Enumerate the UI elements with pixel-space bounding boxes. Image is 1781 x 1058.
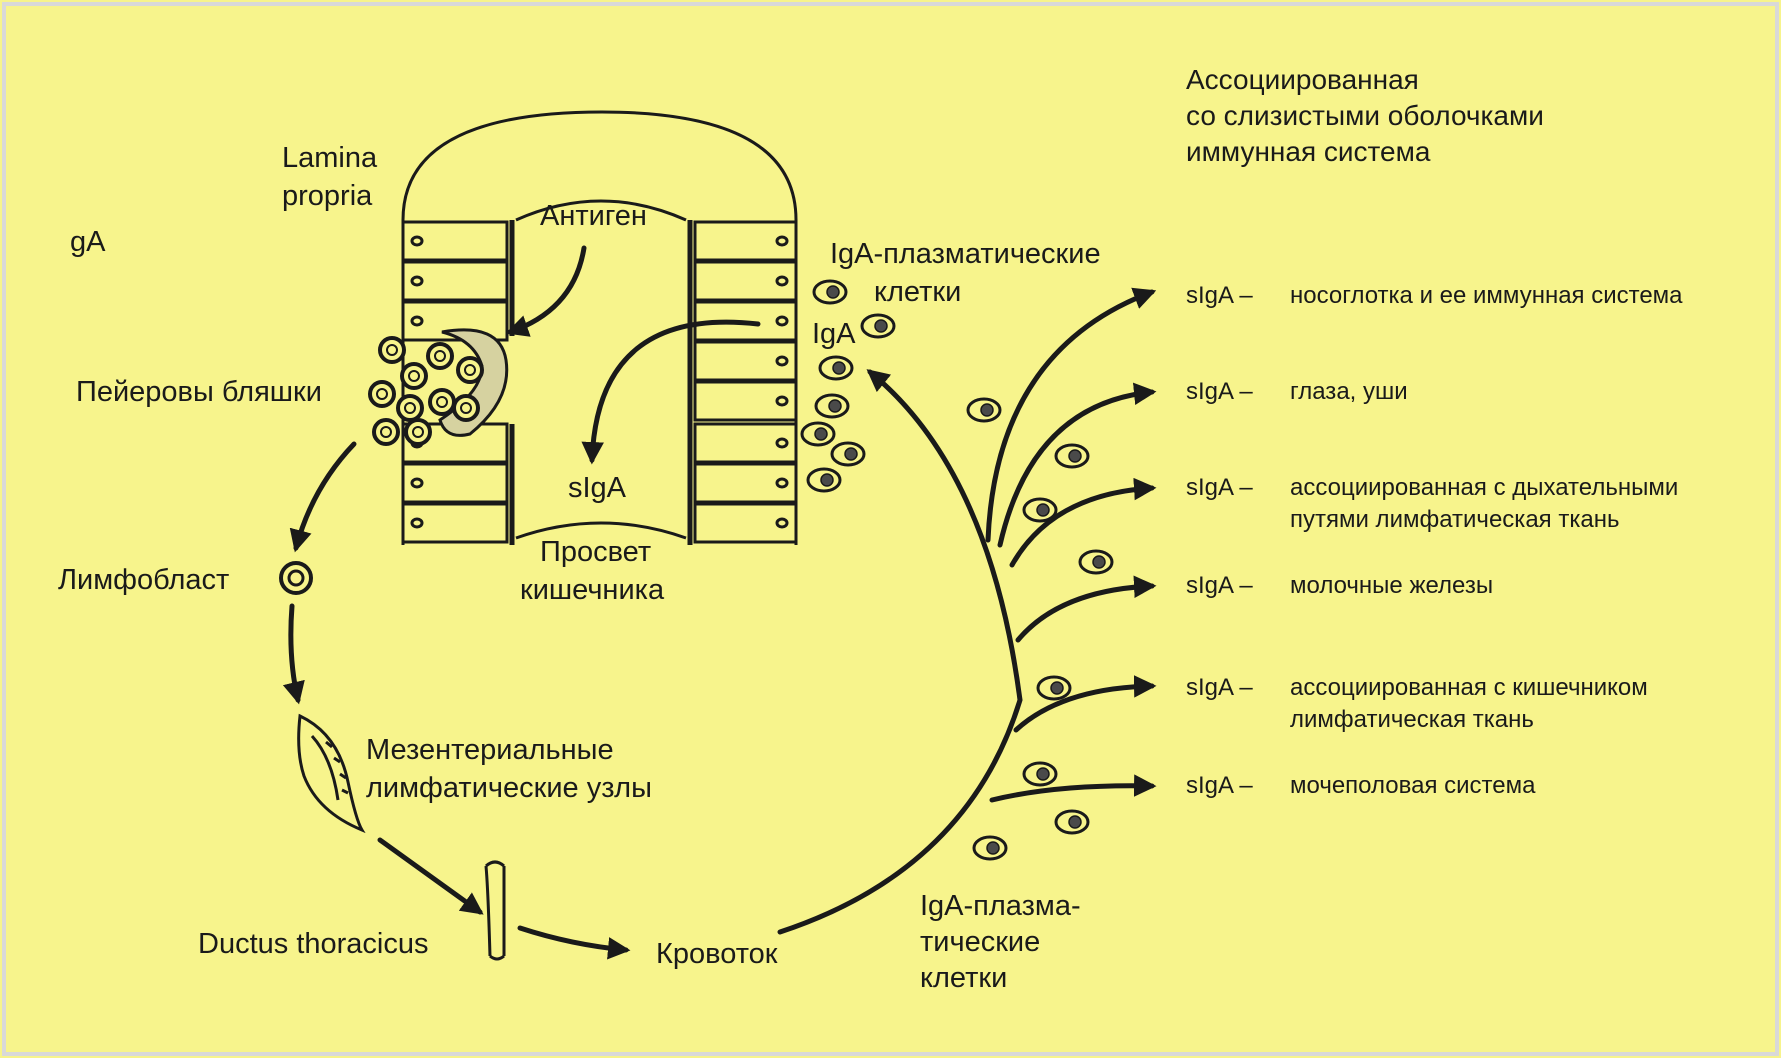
cell-nucleus [412, 519, 422, 527]
lamina-propria-label-line1: Lamina [282, 140, 377, 176]
plasma-cell-nucleus [827, 286, 839, 298]
plasma-cell-nucleus [1037, 768, 1049, 780]
destination-text: молочные железы [1290, 570, 1770, 602]
epithelial-cell [403, 464, 507, 502]
iga-label: IgA [812, 316, 856, 352]
destination-text: ассоциированная с кишечником лимфатическ… [1290, 672, 1770, 736]
mesenteric-lymph-node [299, 716, 362, 830]
epithelial-cell [695, 222, 796, 260]
plasma-cell-nucleus [833, 362, 845, 374]
epithelial-cell [695, 424, 796, 462]
ductus-thoracicus-label: Ductus thoracicus [198, 926, 429, 962]
lymphocyte [458, 358, 482, 382]
cell-nucleus [777, 479, 787, 487]
lymphoblast-to-node-arrow [291, 606, 298, 700]
cell-nucleus [777, 357, 787, 365]
cell-nucleus [777, 439, 787, 447]
lymphocyte [406, 420, 430, 444]
peyers-patch [370, 330, 507, 444]
cell-nucleus [777, 317, 787, 325]
peyers-patch-label: Пейеровы бляшки [76, 374, 322, 410]
plasma-cells-bottom-label-line2: тические [920, 924, 1040, 960]
cell-nucleus [777, 519, 787, 527]
epithelial-cell [695, 504, 796, 542]
plasma-cells-bottom-label-line1: IgA-плазма- [920, 888, 1081, 924]
destination-text: глаза, уши [1290, 376, 1770, 408]
cell-nucleus [412, 277, 422, 285]
plasma-cell-nucleus [821, 474, 833, 486]
cell-nucleus [777, 237, 787, 245]
cell-nucleus [412, 237, 422, 245]
destination-code: sIgA – [1186, 570, 1286, 602]
lymphocyte [430, 390, 454, 414]
cell-nucleus [777, 397, 787, 405]
epithelial-cell [403, 222, 507, 260]
node-to-ductus-arrow [380, 840, 480, 912]
plasma-cell-nucleus [987, 842, 999, 854]
plasma-cells-top-label-line1: IgA-плазматические [830, 236, 1101, 272]
lymphocyte [398, 396, 422, 420]
lymphocyte [370, 382, 394, 406]
ductus-to-blood-arrow [520, 928, 626, 950]
plasma-cell-nucleus [981, 404, 993, 416]
mesenteric-label-line2: лимфатические узлы [366, 770, 652, 806]
antigen-arrow [510, 248, 584, 332]
lumen-label-line2: кишечника [520, 572, 664, 608]
bloodstream-label: Кровоток [656, 936, 778, 972]
diagram-title: Ассоциированная со слизистыми оболочками… [1186, 62, 1544, 170]
lymphoblast-cell [281, 563, 311, 593]
epithelial-cell [403, 262, 507, 300]
plasma-cells-bottom-label-line3: клетки [920, 960, 1007, 996]
lymphocyte [374, 420, 398, 444]
plasma-cells-top-label-line2: клетки [874, 274, 961, 310]
plasma-cell-nucleus [875, 320, 887, 332]
lamina-propria-label-line2: propria [282, 178, 372, 214]
destination-code: sIgA – [1186, 770, 1286, 802]
epithelial-cell [695, 464, 796, 502]
destination-text: ассоциированная с дыхательными путями ли… [1290, 472, 1770, 536]
plasma-cell-nucleus [845, 448, 857, 460]
destination-code: sIgA – [1186, 472, 1286, 504]
right-epithelial-cells [695, 222, 796, 542]
lymphocyte [428, 344, 452, 368]
cell-nucleus [412, 479, 422, 487]
plasma-cells [802, 281, 1112, 859]
corner-label: gA [70, 224, 105, 260]
siga-lumen-label: sIgA [568, 470, 626, 506]
lumen-label-line1: Просвет [540, 534, 651, 570]
plasma-cell-nucleus [1051, 682, 1063, 694]
lymphocyte [402, 364, 426, 388]
plasma-cell-nucleus [1037, 504, 1049, 516]
destination-code: sIgA – [1186, 280, 1286, 312]
plasma-cell-nucleus [1069, 450, 1081, 462]
epithelial-cell [695, 342, 796, 380]
plasma-cell-nucleus [815, 428, 827, 440]
mesenteric-label-line1: Мезентериальные [366, 732, 614, 768]
branch-intestine [1016, 686, 1152, 730]
lymphocyte [454, 396, 478, 420]
antigen-label: Антиген [540, 198, 647, 234]
blood-to-plasma-arrow [780, 372, 1020, 932]
ductus-thoracicus-vessel [486, 862, 504, 959]
plasma-cell-nucleus [829, 400, 841, 412]
epithelial-cell [695, 382, 796, 420]
plasma-cell-nucleus [1069, 816, 1081, 828]
destination-text: мочеполовая система [1290, 770, 1770, 802]
cell-nucleus [412, 317, 422, 325]
destination-text: носоглотка и ее иммунная система [1290, 280, 1770, 312]
peyer-to-lymphoblast-arrow [296, 444, 354, 548]
destination-code: sIgA – [1186, 376, 1286, 408]
branch-mammary [1018, 586, 1152, 640]
cell-nucleus [777, 277, 787, 285]
branch-eyes-ears [1000, 392, 1152, 545]
lymphocyte [380, 338, 404, 362]
epithelial-cell [403, 504, 507, 542]
plasma-cell-nucleus [1093, 556, 1105, 568]
branch-urogenital [992, 786, 1152, 800]
epithelial-cell [695, 262, 796, 300]
flow-arrows [291, 248, 1152, 950]
lymphoblast-label: Лимфобласт [58, 562, 229, 598]
destination-code: sIgA – [1186, 672, 1286, 704]
